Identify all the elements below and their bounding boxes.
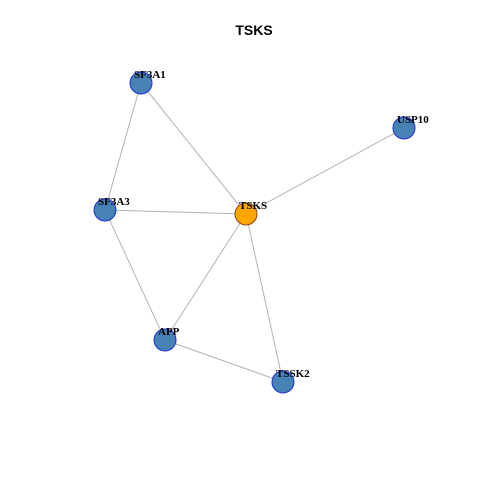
edge-tsks-tssk2 <box>245 213 284 383</box>
node-label: SF3A1 <box>134 69 166 81</box>
node-label: APP <box>158 326 180 338</box>
graph-title: TSKS <box>235 22 272 38</box>
edge-tsks-app <box>164 213 247 341</box>
node-circle[interactable] <box>93 198 117 222</box>
edge-layer <box>104 82 405 383</box>
node-circle[interactable] <box>271 370 295 394</box>
node-usp10[interactable]: USP10 <box>392 114 429 140</box>
edge-sf3a1-tsks <box>140 82 247 215</box>
node-sf3a1[interactable]: SF3A1 <box>129 69 166 95</box>
node-circle[interactable] <box>392 116 416 140</box>
node-app[interactable]: APP <box>153 326 180 352</box>
edge-sf3a3-tsks <box>104 209 247 215</box>
node-circle[interactable] <box>129 71 153 95</box>
node-circle[interactable] <box>153 328 177 352</box>
node-label: TSKS <box>239 200 267 212</box>
node-sf3a3[interactable]: SF3A3 <box>93 196 130 222</box>
edge-usp10-tsks <box>245 127 405 215</box>
edge-sf3a1-sf3a3 <box>104 82 142 211</box>
edge-sf3a3-app <box>104 209 166 341</box>
edge-app-tssk2 <box>164 339 284 383</box>
node-label: TSSK2 <box>276 368 310 380</box>
node-label: USP10 <box>397 114 429 126</box>
node-circle[interactable] <box>234 202 258 226</box>
node-tsks[interactable]: TSKS <box>234 200 267 226</box>
node-tssk2[interactable]: TSSK2 <box>271 368 310 394</box>
node-label: SF3A3 <box>98 196 130 208</box>
